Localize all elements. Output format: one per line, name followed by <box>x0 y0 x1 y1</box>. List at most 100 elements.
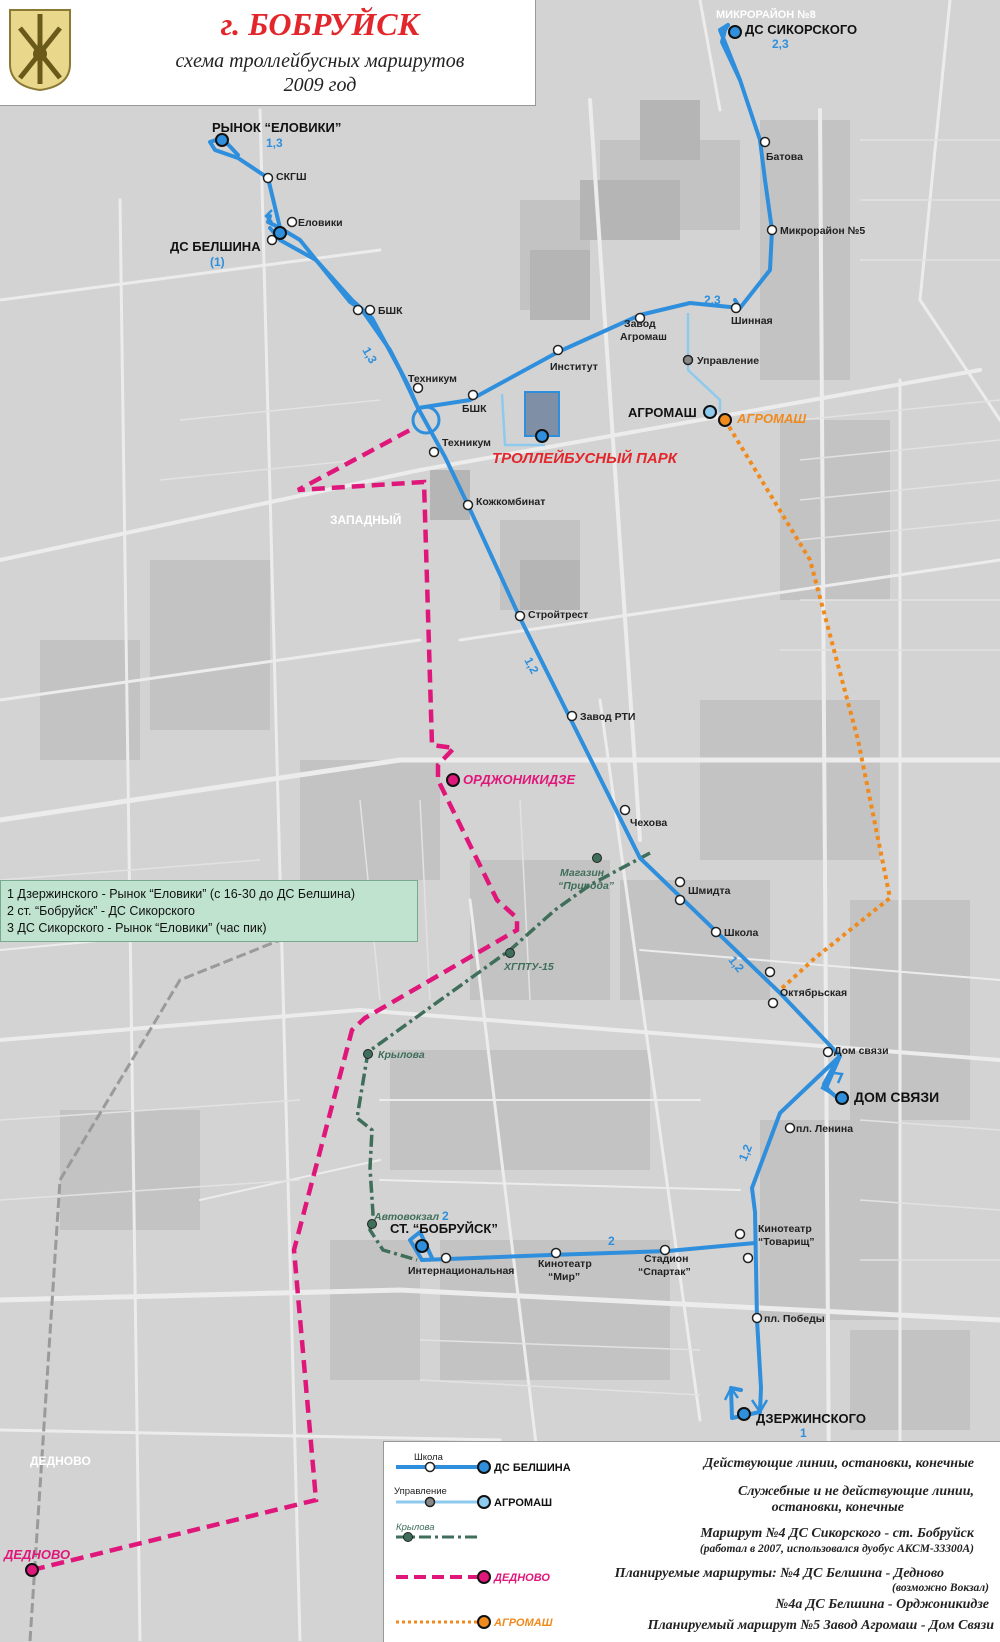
stop-dom-svyazi <box>822 1046 834 1058</box>
terminal-dednovo <box>25 1563 39 1577</box>
label-zavod-rti: Завод РТИ <box>580 711 635 723</box>
stop-mir <box>550 1247 562 1259</box>
route-number-2a: 2 <box>608 1234 615 1248</box>
label-shinnaya: Шинная <box>731 315 773 327</box>
minor-streets <box>0 139 1000 1396</box>
old-route-4 <box>355 851 651 1262</box>
label-sikorskogo: ДС СИКОРСКОГО <box>745 22 857 37</box>
stop-kozhkombinat <box>462 499 474 511</box>
legend-terminal-dednovo: ДЕДНОВО <box>493 1572 550 1584</box>
terminal-ordzhonikidze <box>446 773 460 787</box>
stop-batova <box>759 136 771 148</box>
label-shmidta: Шмидта <box>688 885 731 897</box>
label-kozhkombinat: Кожкомбинат <box>476 496 545 508</box>
direction-arrows <box>264 209 844 1415</box>
stop-belshina-near <box>266 234 278 246</box>
terminal-st-bobruisk <box>415 1239 429 1253</box>
legend-desc-planned-2: (возможно Вокзал) <box>892 1582 989 1594</box>
terminal-dom-svyazi <box>835 1091 849 1105</box>
planned-route-5 <box>723 418 893 992</box>
label-upravlenie: Управление <box>697 355 759 367</box>
label-ordzhonikidze: ОРДЖОНИКИДЗЕ <box>463 772 575 787</box>
label-mikro5: Микрорайон №5 <box>780 225 865 237</box>
legend-terminal-agromash: АГРОМАШ <box>494 1497 552 1509</box>
stop-bshk-west <box>352 304 364 316</box>
routes-description: 1 Дзержинского - Рынок “Еловики” (с 16-3… <box>0 880 418 942</box>
label-dednovo-area: ДЕДНОВО <box>30 1454 91 1468</box>
stop-internatsionalnaya <box>440 1252 452 1264</box>
route-number-12c: 1,2 <box>736 1142 755 1163</box>
label-dom-svyazi: ДОМ СВЯЗИ <box>854 1089 939 1105</box>
stop-upravlenie <box>682 354 694 366</box>
label-skgsh: СКГШ <box>276 171 307 183</box>
planned-route-dednovo <box>31 428 520 1573</box>
label-priroda-1: Магазин <box>560 867 605 879</box>
legend-desc-planned-5: Планируемый маршрут №5 Завод Агромаш - Д… <box>647 1618 994 1633</box>
label-bshk-west: БШК <box>378 305 403 317</box>
tehnikum-roundabout <box>411 405 441 435</box>
label-stadion-1: Стадион <box>644 1253 688 1265</box>
map-subtitle: схема троллейбусных маршрутов <box>175 50 465 72</box>
label-krylova: Крылова <box>378 1049 425 1061</box>
legend-desc-active: Действующие линии, остановки, конечные <box>703 1456 974 1471</box>
stop-yeloviki <box>286 216 298 228</box>
label-belshina-routes: (1) <box>210 255 225 269</box>
label-zavod-agromash-2: Агромаш <box>620 331 667 343</box>
stop-tehnikum-south <box>428 446 440 458</box>
label-dednovo: ДЕДНОВО <box>3 1547 70 1562</box>
legend-symbols: Школа ДС БЕЛШИНА Управление АГРОМАШ Крыл… <box>394 1452 571 1629</box>
label-tehnikum-north: Техникум <box>408 373 457 385</box>
stop-shmidta-a <box>674 876 686 888</box>
legend-desc-planned: Планируемые маршруты: №4 ДС Белшина - Де… <box>614 1566 944 1581</box>
map-year: 2009 год <box>283 74 357 96</box>
label-mir-1: Кинотеатр <box>538 1258 592 1270</box>
route-line-3: 3 ДС Сикорского - Рынок “Еловики” (час п… <box>7 921 267 935</box>
label-internatsionalnaya: Интернациональная <box>408 1265 514 1277</box>
stop-shkola <box>710 926 722 938</box>
label-mikro8: МИКРОРАЙОН №8 <box>716 8 816 21</box>
stop-bshk-east <box>467 389 479 401</box>
legend: Школа ДС БЕЛШИНА Управление АГРОМАШ Крыл… <box>383 1441 1000 1642</box>
service-lines <box>500 313 722 447</box>
terminal-sikorskogo <box>728 25 742 39</box>
route-number-23: 2,3 <box>704 293 721 307</box>
city-blocks <box>40 120 970 1430</box>
label-stroytrest: Стройтрест <box>528 609 588 621</box>
map-title: г. БОБРУЙСК <box>220 6 420 42</box>
stop-chehova <box>619 804 631 816</box>
legend-terminal-belshina: ДС БЕЛШИНА <box>494 1462 571 1474</box>
label-dzerzhinskogo-route: 1 <box>800 1426 807 1440</box>
old-route-stops <box>363 853 602 1229</box>
label-park: ТРОЛЛЕЙБУСНЫЙ ПАРК <box>492 449 679 467</box>
stop-tehnikum-north <box>412 382 424 394</box>
stop-oktyabrskaya-b <box>767 997 779 1009</box>
label-stadion-2: “Спартак” <box>638 1266 691 1278</box>
industrial-zones <box>430 100 700 610</box>
label-yeloviki-stop: Еловики <box>298 217 343 229</box>
label-yeloviki-routes: 1,3 <box>266 136 283 150</box>
stop-mikro5 <box>766 224 778 236</box>
stop-bshk-west2 <box>364 304 376 316</box>
label-tehnikum-south: Техникум <box>442 437 491 449</box>
route-line-1: 1 Дзержинского - Рынок “Еловики” (с 16-3… <box>7 887 355 901</box>
stop-zavod-rti <box>566 710 578 722</box>
label-priroda-2: “Природа” <box>558 880 615 892</box>
stop-shmidta-b <box>674 894 686 906</box>
terminal-agromash-planned <box>718 413 732 427</box>
label-dzerzhinskogo: ДЗЕРЖИНСКОГО <box>756 1411 866 1426</box>
stop-stadion <box>659 1244 671 1256</box>
stop-tovarisch-b <box>742 1252 754 1264</box>
label-tovarisch-1: Кинотеатр <box>758 1223 812 1235</box>
stop-pl-pobedy <box>751 1312 763 1324</box>
active-stops <box>262 136 834 1324</box>
label-agromash-planned: АГРОМАШ <box>736 411 806 426</box>
coat-of-arms-icon <box>9 9 71 92</box>
label-belshina: ДС БЕЛШИНА <box>170 239 261 254</box>
label-batova: Батова <box>766 151 803 163</box>
terminal-belshina <box>273 226 287 240</box>
label-institut: Институт <box>550 361 598 373</box>
route-number-2b: 2 <box>442 1209 449 1223</box>
label-sikorskogo-routes: 2,3 <box>772 37 789 51</box>
